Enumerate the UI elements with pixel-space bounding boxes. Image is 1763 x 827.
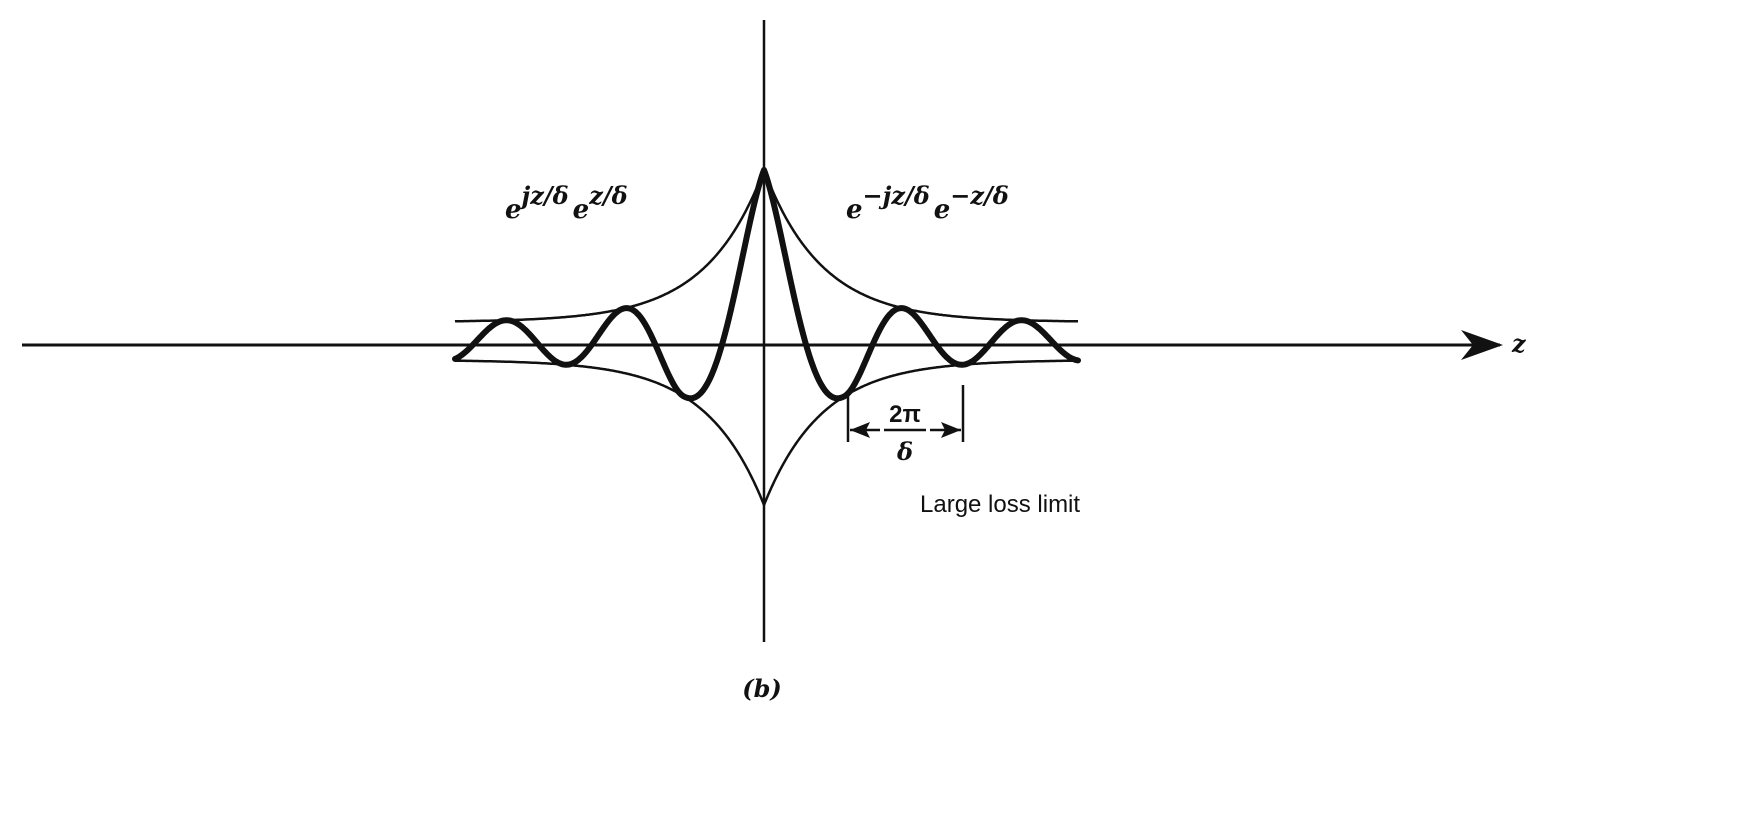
period-numerator: 2π <box>889 401 921 428</box>
lower-envelope <box>455 359 1079 509</box>
period-dimension: 2π δ <box>846 385 965 466</box>
damped-wave-curve <box>452 167 1081 402</box>
caption-large-loss-limit: Large loss limit <box>920 491 1080 518</box>
period-denominator: δ <box>896 437 913 466</box>
z-axis-label: z <box>1511 329 1527 358</box>
panel-label: (b) <box>742 674 782 703</box>
